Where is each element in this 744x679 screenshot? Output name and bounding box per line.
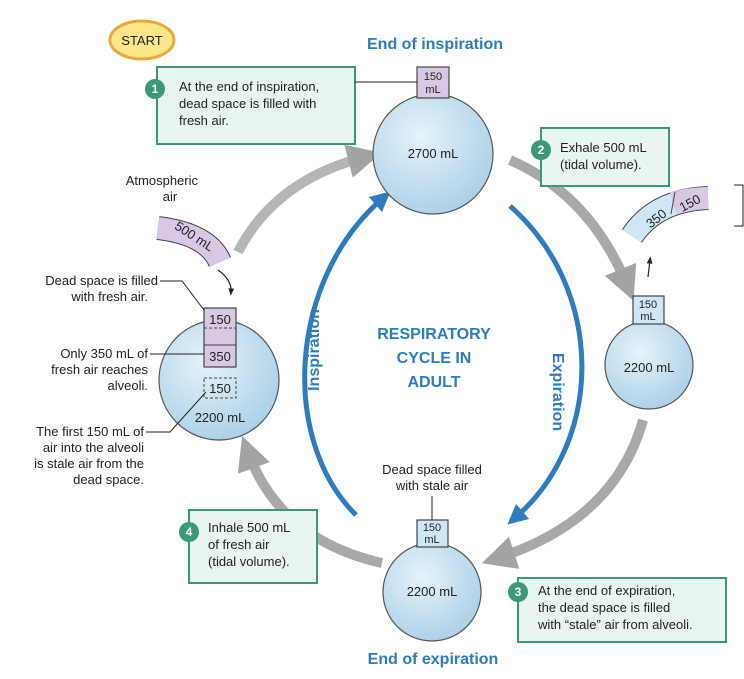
left-lung-volume: 2200 mL: [195, 410, 246, 425]
center-title-line-2: CYCLE IN: [397, 350, 472, 367]
step-2-callout: 2 Exhale 500 mL (tidal volume).: [531, 127, 670, 187]
step-3-callout: 3 At the end of expiration, the dead spa…: [508, 577, 727, 643]
step-4-number: 4: [186, 525, 193, 539]
exhaled-tube: 150 350: [622, 186, 709, 244]
arrow-inhale-gray: [233, 144, 382, 255]
lung-right: 150 mL 2200 mL: [604, 295, 694, 410]
arrow-exhale-gray: [507, 155, 637, 301]
atmospheric-tube-500: 500 mL: [156, 216, 232, 268]
first-150-line-3: is stale air from the: [34, 456, 144, 471]
left-seg-150-bottom: 150: [209, 381, 231, 396]
center-title-line-3: ADULT: [407, 374, 460, 391]
center-title-line-1: RESPIRATORY: [377, 326, 491, 343]
step-4-line-2: of fresh air: [208, 537, 270, 552]
heading-end-of-inspiration: End of inspiration: [367, 36, 503, 53]
top-dead-space-unit: mL: [425, 84, 440, 96]
step-3-number: 3: [515, 585, 522, 599]
left-seg-350: 350: [209, 349, 231, 364]
bottom-dead-space-value: 150: [423, 522, 441, 534]
first-150-line-1: The first 150 mL of: [36, 424, 144, 439]
stale-air-line-2: with stale air: [395, 478, 469, 493]
top-lung-volume: 2700 mL: [408, 146, 459, 161]
right-dead-space-value: 150: [639, 299, 657, 311]
only-350-line-1: Only 350 mL of: [60, 346, 148, 361]
step-1-line-1: At the end of inspiration,: [179, 79, 319, 94]
lung-end-of-inspiration: 150 mL 2700 mL: [372, 66, 494, 215]
inspiration-label: Inspiration: [306, 309, 323, 391]
bottom-lung-volume: 2200 mL: [407, 584, 458, 599]
dead-space-fresh-line-2: with fresh air.: [70, 289, 148, 304]
step-3-line-1: At the end of expiration,: [538, 583, 675, 598]
heading-end-of-expiration: End of expiration: [368, 651, 499, 668]
step-1-callout: 1 At the end of inspiration, dead space …: [145, 66, 417, 145]
top-dead-space-value: 150: [424, 71, 442, 83]
left-seg-150-top: 150: [209, 312, 231, 327]
only-350-line-2: fresh air reaches: [51, 362, 148, 377]
lung-left: 150 350 150 2200 mL: [158, 307, 280, 441]
atmospheric-label-line-2: air: [163, 189, 178, 204]
only-350-line-3: alveoli.: [108, 378, 148, 393]
first-150-line-4: dead space.: [73, 472, 144, 487]
step-4-line-1: Inhale 500 mL: [208, 520, 290, 535]
step-3-line-3: with “stale” air from alveoli.: [537, 617, 693, 632]
step-1-line-3: fresh air.: [179, 113, 229, 128]
atmospheric-label-line-1: Atmospheric: [126, 173, 199, 188]
bottom-dead-space-unit: mL: [424, 534, 439, 546]
step-4-line-3: (tidal volume).: [208, 554, 290, 569]
right-lung-volume: 2200 mL: [624, 360, 675, 375]
first-150-line-2: air into the alveoli: [43, 440, 144, 455]
step-1-line-2: dead space is filled with: [179, 96, 316, 111]
expiration-label: Expiration: [549, 353, 566, 431]
step-4-callout: 4 Inhale 500 mL of fresh air (tidal volu…: [179, 509, 318, 584]
lung-end-of-expiration: 150 mL 2200 mL: [382, 519, 482, 642]
stale-air-line-1: Dead space filled: [382, 462, 482, 477]
step-2-number: 2: [538, 143, 545, 157]
start-label: START: [121, 33, 162, 48]
expiration-arc: [507, 204, 585, 525]
inspiration-arc: [302, 191, 391, 517]
center-title: RESPIRATORY CYCLE IN ADULT: [377, 326, 491, 391]
step-3-line-2: the dead space is filled: [538, 600, 670, 615]
step-1-number: 1: [152, 82, 159, 96]
step-2-line-1: Exhale 500 mL: [560, 140, 647, 155]
dead-space-fresh-line-1: Dead space is filled: [45, 273, 158, 288]
arrow-end-expiration-gray: [481, 418, 648, 569]
right-dead-space-unit: mL: [640, 311, 655, 323]
step-2-line-2: (tidal volume).: [560, 157, 642, 172]
start-marker: START: [108, 19, 176, 61]
